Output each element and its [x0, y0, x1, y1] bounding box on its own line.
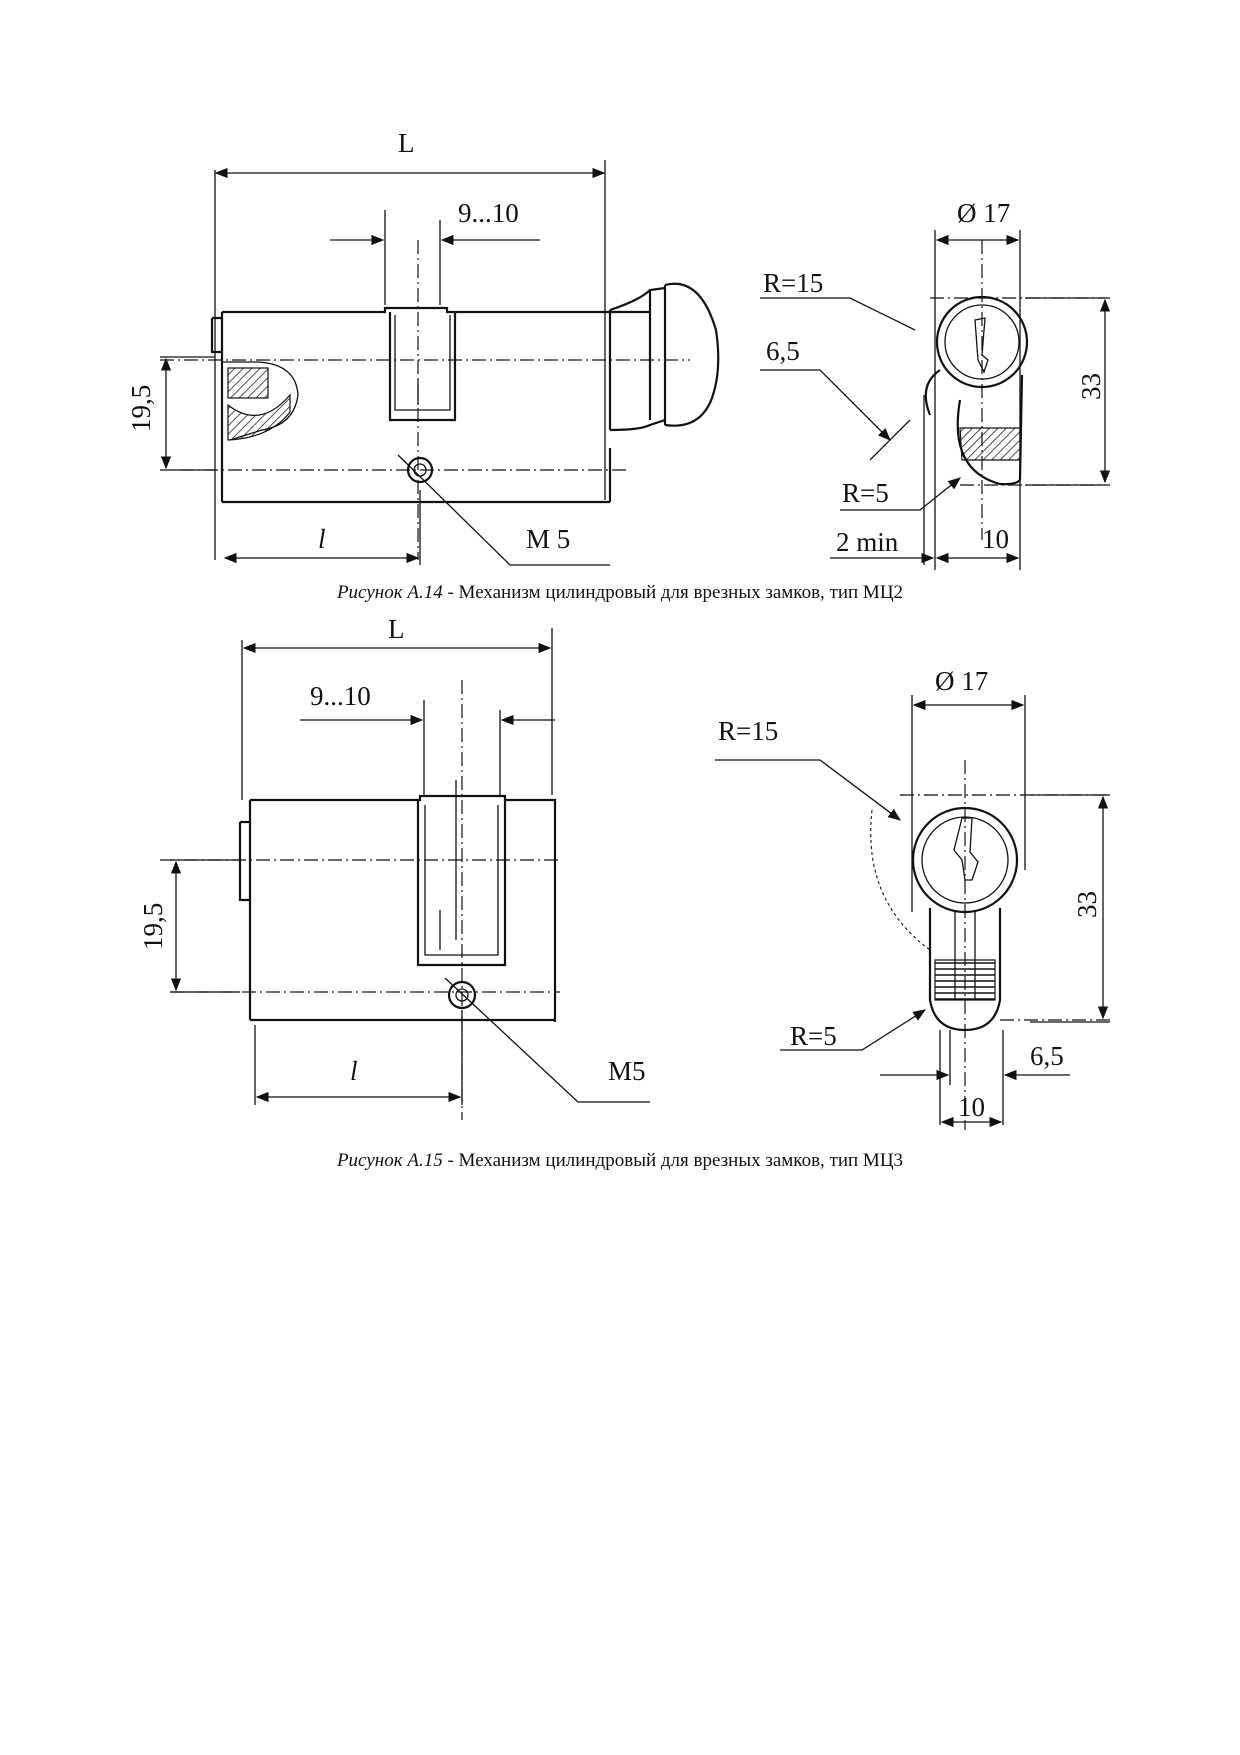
- a14-dim-r5: R=5: [842, 478, 889, 508]
- a14-dim-w10: 10: [982, 524, 1009, 554]
- a14-end-dim-labels: Ø 17 R=15 6,5 33 R=5 2 min 10: [763, 198, 1106, 557]
- a15-dim-labels: L 9...10 19,5 l M5: [138, 614, 646, 1086]
- a15-dim-r15: R=15: [718, 716, 778, 746]
- a15-dim-diameter: Ø 17: [935, 666, 988, 696]
- a15-dim-w65: 6,5: [1030, 1041, 1064, 1071]
- a15-end-view: [715, 695, 1110, 1130]
- a14-dim-r15: R=15: [763, 268, 823, 298]
- figure-a14-label: Рисунок А.14: [336, 582, 443, 603]
- a14-side-view: [160, 160, 720, 566]
- a14-dim-L: L: [398, 128, 415, 158]
- a15-dim-r5: R=5: [790, 1021, 837, 1051]
- a15-dim-slot: 9...10: [310, 681, 371, 711]
- a15-dim-h33: 33: [1072, 891, 1102, 918]
- a15-dim-L: L: [388, 614, 405, 644]
- a14-dim-thread: M 5: [526, 524, 570, 554]
- a14-dim-w65: 6,5: [766, 336, 800, 366]
- a14-dim-min2: 2 min: [836, 527, 899, 557]
- a15-dim-height: 19,5: [138, 903, 168, 950]
- a14-dim-labels: L 9...10 19,5 l M 5: [126, 128, 570, 554]
- a14-dim-slot: 9...10: [458, 198, 519, 228]
- a15-dim-thread: M5: [608, 1056, 646, 1086]
- a14-end-view: [760, 230, 1111, 570]
- a15-dim-w10: 10: [958, 1092, 985, 1122]
- a14-dim-diameter: Ø 17: [957, 198, 1010, 228]
- figure-a15-drawing: L 9...10 19,5 l M5 Ø 17 R=15 33 R=: [138, 614, 1110, 1130]
- figure-a15-text: - Механизм цилиндровый для врезных замко…: [442, 1150, 904, 1171]
- figure-a14-caption: Рисунок А.14 - Механизм цилиндровый для …: [0, 582, 1240, 604]
- a14-dim-l: l: [318, 524, 326, 554]
- figure-a14-drawing: L 9...10 19,5 l M 5 Ø 17 R=15 6,5 33: [126, 128, 1111, 570]
- a14-dim-height: 19,5: [126, 385, 156, 432]
- figure-a15-label: Рисунок А.15: [336, 1150, 443, 1171]
- a15-end-dim-labels: Ø 17 R=15 33 R=5 6,5 10: [718, 666, 1102, 1122]
- figure-a14-text: - Механизм цилиндровый для врезных замко…: [442, 582, 904, 603]
- a15-side-view: [160, 628, 650, 1120]
- a15-dim-l: l: [350, 1056, 358, 1086]
- figure-a15-caption: Рисунок А.15 - Механизм цилиндровый для …: [0, 1150, 1240, 1172]
- a14-dim-h33: 33: [1076, 373, 1106, 400]
